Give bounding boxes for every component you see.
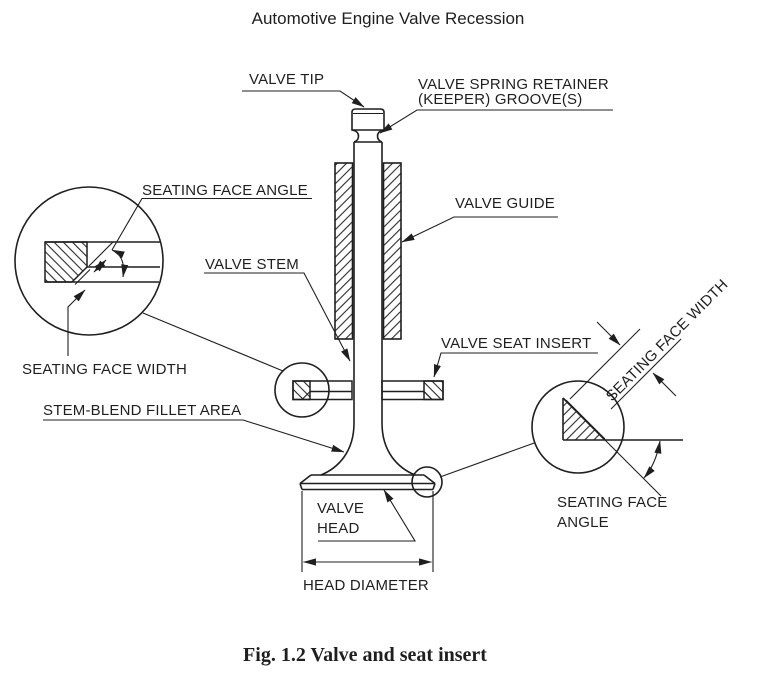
callout-circle-left bbox=[274, 362, 330, 418]
face-width-arrow-2 bbox=[652, 372, 677, 397]
seating-face-angle-left-leader bbox=[111, 197, 312, 251]
callout-connector-left bbox=[142, 312, 284, 372]
valve-drawing bbox=[292, 108, 444, 491]
figure-caption: Fig. 1.2 Valve and seat insert bbox=[243, 644, 487, 666]
stem-blend-leader bbox=[43, 419, 345, 453]
face-extension-line-left bbox=[88, 241, 114, 267]
valve-spring-retainer-label-line1: VALVE SPRING RETAINER bbox=[418, 76, 609, 93]
seating-face-width-left-leader bbox=[67, 289, 86, 356]
seat-insert-right-section bbox=[423, 380, 444, 401]
valve-guide-right-drawing bbox=[382, 162, 402, 340]
keeper-groove-right bbox=[376, 129, 385, 143]
seating-face-line-right bbox=[562, 397, 606, 441]
callout-circle-right bbox=[411, 466, 443, 498]
seat-insert-left-section bbox=[292, 380, 311, 401]
seating-face-angle-left-label: SEATING FACE ANGLE bbox=[142, 182, 308, 199]
keeper-groove-left bbox=[351, 129, 360, 143]
head-right-chamfer bbox=[423, 474, 436, 485]
valve-stem-label: VALVE STEM bbox=[205, 256, 299, 273]
stem-blend-fillet-area-label: STEM-BLEND FILLET AREA bbox=[43, 402, 241, 419]
head-right-edge bbox=[432, 483, 436, 490]
head-left-edge bbox=[299, 483, 303, 490]
seating-face-width-left-label: SEATING FACE WIDTH bbox=[22, 361, 187, 378]
valve-tip-label: VALVE TIP bbox=[249, 71, 324, 88]
valve-guide-label: VALVE GUIDE bbox=[455, 195, 555, 212]
fillet-right bbox=[381, 422, 416, 476]
valve-guide-leader bbox=[401, 216, 558, 243]
fillet-left bbox=[320, 422, 355, 476]
valve-tip-leader bbox=[242, 90, 365, 108]
valve-head-drawing bbox=[299, 474, 436, 491]
face-width-dimension-left bbox=[93, 259, 107, 273]
face-angle-arc-right bbox=[643, 440, 662, 479]
detail-circle-left-outline bbox=[14, 186, 164, 336]
valve-head-leader bbox=[318, 489, 416, 542]
valve-stem-leader bbox=[204, 272, 351, 362]
face-width-arrow-1 bbox=[596, 321, 621, 346]
head-diameter-label: HEAD DIAMETER bbox=[303, 577, 429, 594]
seat-insert-right-chamfer bbox=[423, 391, 433, 400]
head-left-chamfer bbox=[299, 474, 312, 485]
head-diameter-dimension bbox=[301, 491, 434, 572]
seating-face-angle-right-label-line2: ANGLE bbox=[557, 514, 609, 531]
valve-tip-drawing bbox=[351, 108, 385, 131]
callout-connector-right bbox=[439, 441, 538, 478]
seating-face-width-right-label: SEATING FACE WIDTH bbox=[603, 276, 732, 405]
valve-seat-insert-drawing bbox=[292, 380, 444, 401]
detail-circle-right bbox=[531, 321, 683, 497]
seating-face-angle-right-label-line1: SEATING FACE bbox=[557, 494, 667, 511]
face-angle-extension-line bbox=[604, 439, 662, 497]
valve-head-label-line1: VALVE bbox=[317, 500, 364, 517]
valve-head-label-line2: HEAD bbox=[317, 520, 359, 537]
face-width-extension-2 bbox=[610, 338, 682, 410]
retainer-groove-leader bbox=[379, 109, 613, 134]
valve-spring-retainer-label-line2: (KEEPER) GROOVE(S) bbox=[418, 91, 582, 108]
face-width-extension-1 bbox=[569, 328, 641, 400]
seat-insert-left-chamfer bbox=[301, 391, 311, 400]
seating-face-inner-line bbox=[565, 399, 606, 440]
detail-circle-left bbox=[14, 186, 164, 336]
face-angle-arc-left bbox=[111, 249, 129, 278]
valve-seat-insert-leader bbox=[433, 352, 598, 378]
figure-title: Automotive Engine Valve Recession bbox=[252, 9, 525, 28]
valve-guide-left-drawing bbox=[334, 162, 354, 340]
valve-seat-insert-label: VALVE SEAT INSERT bbox=[441, 335, 591, 352]
